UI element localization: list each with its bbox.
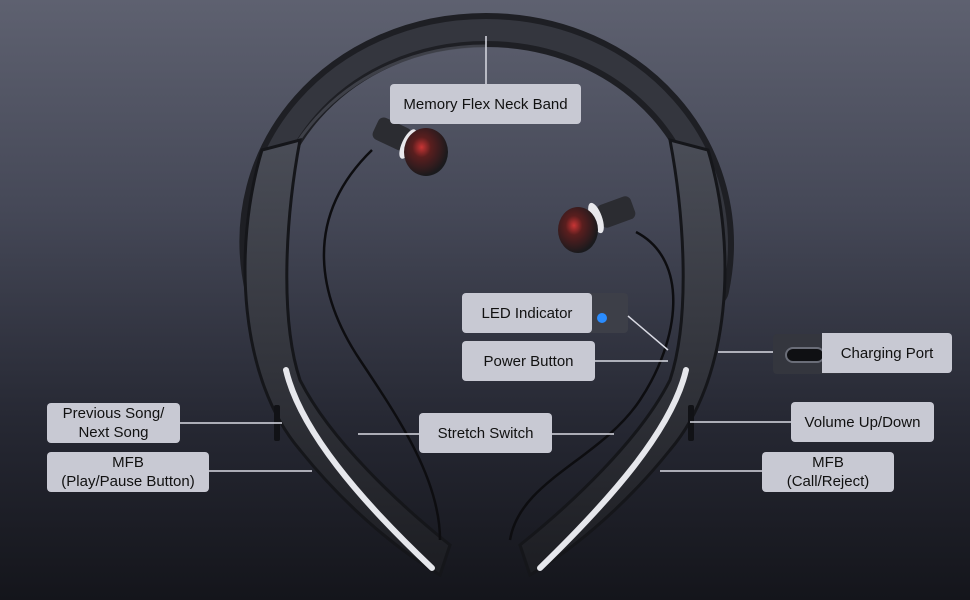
mfb-left-subtitle: (Play/Pause Button) [61, 473, 195, 490]
right-earbud [558, 196, 636, 253]
power-button-label-text: Power Button [483, 352, 574, 370]
stretch-switch-label: Stretch Switch [419, 413, 552, 453]
neck-band-label-text: Memory Flex Neck Band [403, 95, 568, 113]
volume-label: Volume Up/Down [791, 402, 934, 442]
power-button-label: Power Button [462, 341, 595, 381]
usb-c-port-icon [785, 347, 825, 363]
left-arm [243, 137, 452, 578]
led-indicator-label: LED Indicator [462, 293, 592, 333]
charging-port-label-text: Charging Port [840, 344, 934, 362]
left-cable [322, 149, 442, 541]
volume-label-text: Volume Up/Down [804, 413, 921, 431]
left-earbud [372, 117, 448, 176]
right-side-button [688, 405, 694, 441]
charging-port-label: Charging Port [822, 333, 952, 373]
stretch-switch-label-text: Stretch Switch [437, 424, 534, 442]
mfb-right-title: MFB [812, 454, 844, 471]
neck-band-label: Memory Flex Neck Band [390, 84, 581, 124]
previous-song-text: Previous Song/ [62, 405, 165, 422]
next-song-text: Next Song [78, 424, 149, 441]
mfb-call-reject-label: MFB (Call/Reject) [762, 452, 894, 492]
mfb-play-pause-label: MFB (Play/Pause Button) [47, 452, 209, 492]
left-light-strip [283, 367, 435, 571]
mfb-left-title: MFB [112, 454, 144, 471]
previous-next-song-label: Previous Song/ Next Song [47, 403, 180, 443]
right-arm [518, 137, 727, 578]
led-indicator-label-text: LED Indicator [481, 304, 573, 322]
right-light-strip [537, 367, 689, 571]
mfb-right-subtitle: (Call/Reject) [786, 473, 870, 490]
right-cable [508, 230, 675, 541]
led-icon [597, 313, 607, 323]
